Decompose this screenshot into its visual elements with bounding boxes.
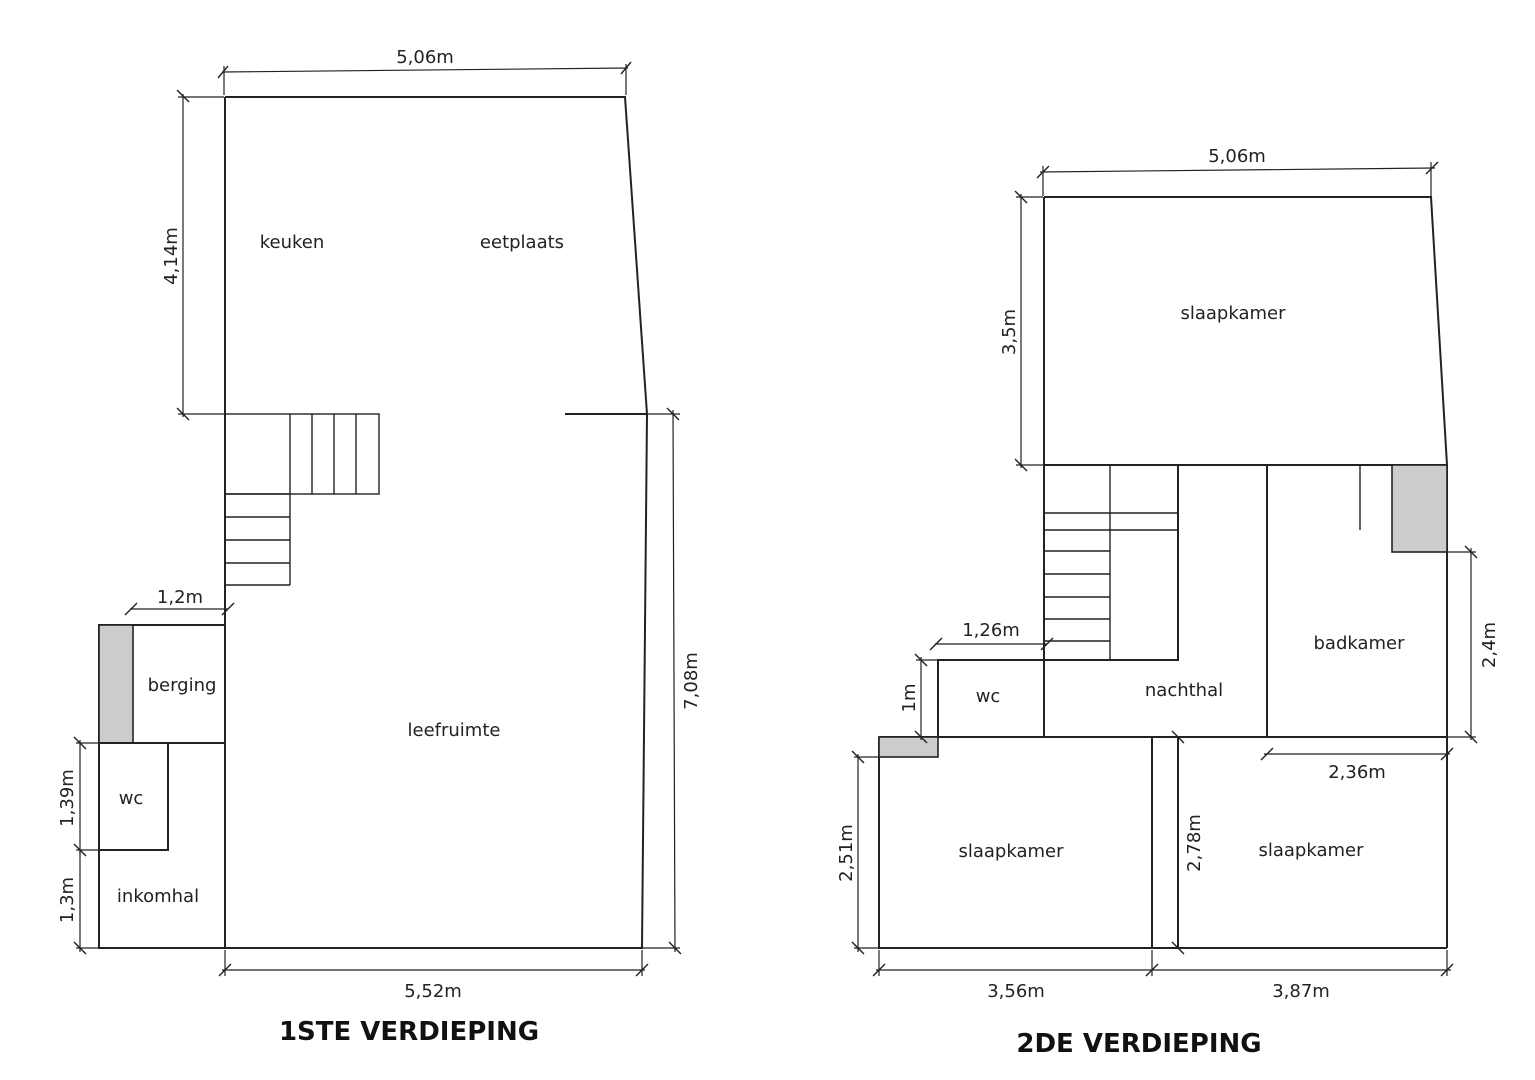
dim-label-bad-width: 2,36m <box>1328 762 1386 783</box>
floor1-outer-wall <box>98 96 649 949</box>
dim-label-wc-height: 1m <box>899 684 920 713</box>
dim-label-top-height: 3,5m <box>999 309 1020 355</box>
room-label-leefruimte: leefruimte <box>408 720 501 741</box>
room-label-berging: berging <box>148 675 217 696</box>
dim-label-left-width: 3,56m <box>987 981 1045 1002</box>
floor2-top-room-wall <box>1043 196 1449 466</box>
dim-label-bottom-width: 5,52m <box>404 981 462 1002</box>
floor2-bad-shaft <box>1391 464 1448 553</box>
dim-label-upper-height: 4,14m <box>161 227 182 285</box>
dim-label-inkomhal-height: 1,3m <box>57 877 78 923</box>
floor1-title: 1STE VERDIEPING <box>279 1017 539 1047</box>
dim-label-right-width: 3,87m <box>1272 981 1330 1002</box>
room-label-slaapkamer-right: slaapkamer <box>1258 840 1364 861</box>
floor1-berging-shaft <box>98 624 134 744</box>
room-label-badkamer: badkamer <box>1313 633 1405 654</box>
floor2-title: 2DE VERDIEPING <box>1016 1029 1261 1059</box>
dim-label-mid-height: 2,78m <box>1184 814 1205 872</box>
dim-label-bad-height: 2,4m <box>1479 622 1500 668</box>
dim-label-berging-width: 1,2m <box>157 587 203 608</box>
room-label-nachthal: nachthal <box>1145 680 1223 701</box>
room-label-slaapkamer-top: slaapkamer <box>1180 303 1286 324</box>
dim-label-top-width: 5,06m <box>1208 146 1266 167</box>
dim-label-left-height: 2,51m <box>836 824 857 882</box>
floor-1-plan: keuken eetplaats leefruimte berging wc i… <box>57 47 702 1047</box>
room-label-eetplaats: eetplaats <box>480 232 564 253</box>
room-label-inkomhal: inkomhal <box>117 886 199 907</box>
dim-label-right-height: 7,08m <box>681 652 702 710</box>
floor1-stair-landing <box>224 413 380 495</box>
room-label-wc: wc <box>119 788 144 809</box>
room-label-wc: wc <box>976 686 1001 707</box>
floor2-wc-shaft <box>878 736 939 758</box>
room-label-slaapkamer-left: slaapkamer <box>958 841 1064 862</box>
room-label-keuken: keuken <box>260 232 325 253</box>
dim-label-wc-height: 1,39m <box>57 769 78 827</box>
dim-label-top-width: 5,06m <box>396 47 454 68</box>
dim-label-wc-width: 1,26m <box>962 620 1020 641</box>
floor-2-plan: slaapkamer wc nachthal badkamer slaapkam… <box>836 146 1500 1059</box>
